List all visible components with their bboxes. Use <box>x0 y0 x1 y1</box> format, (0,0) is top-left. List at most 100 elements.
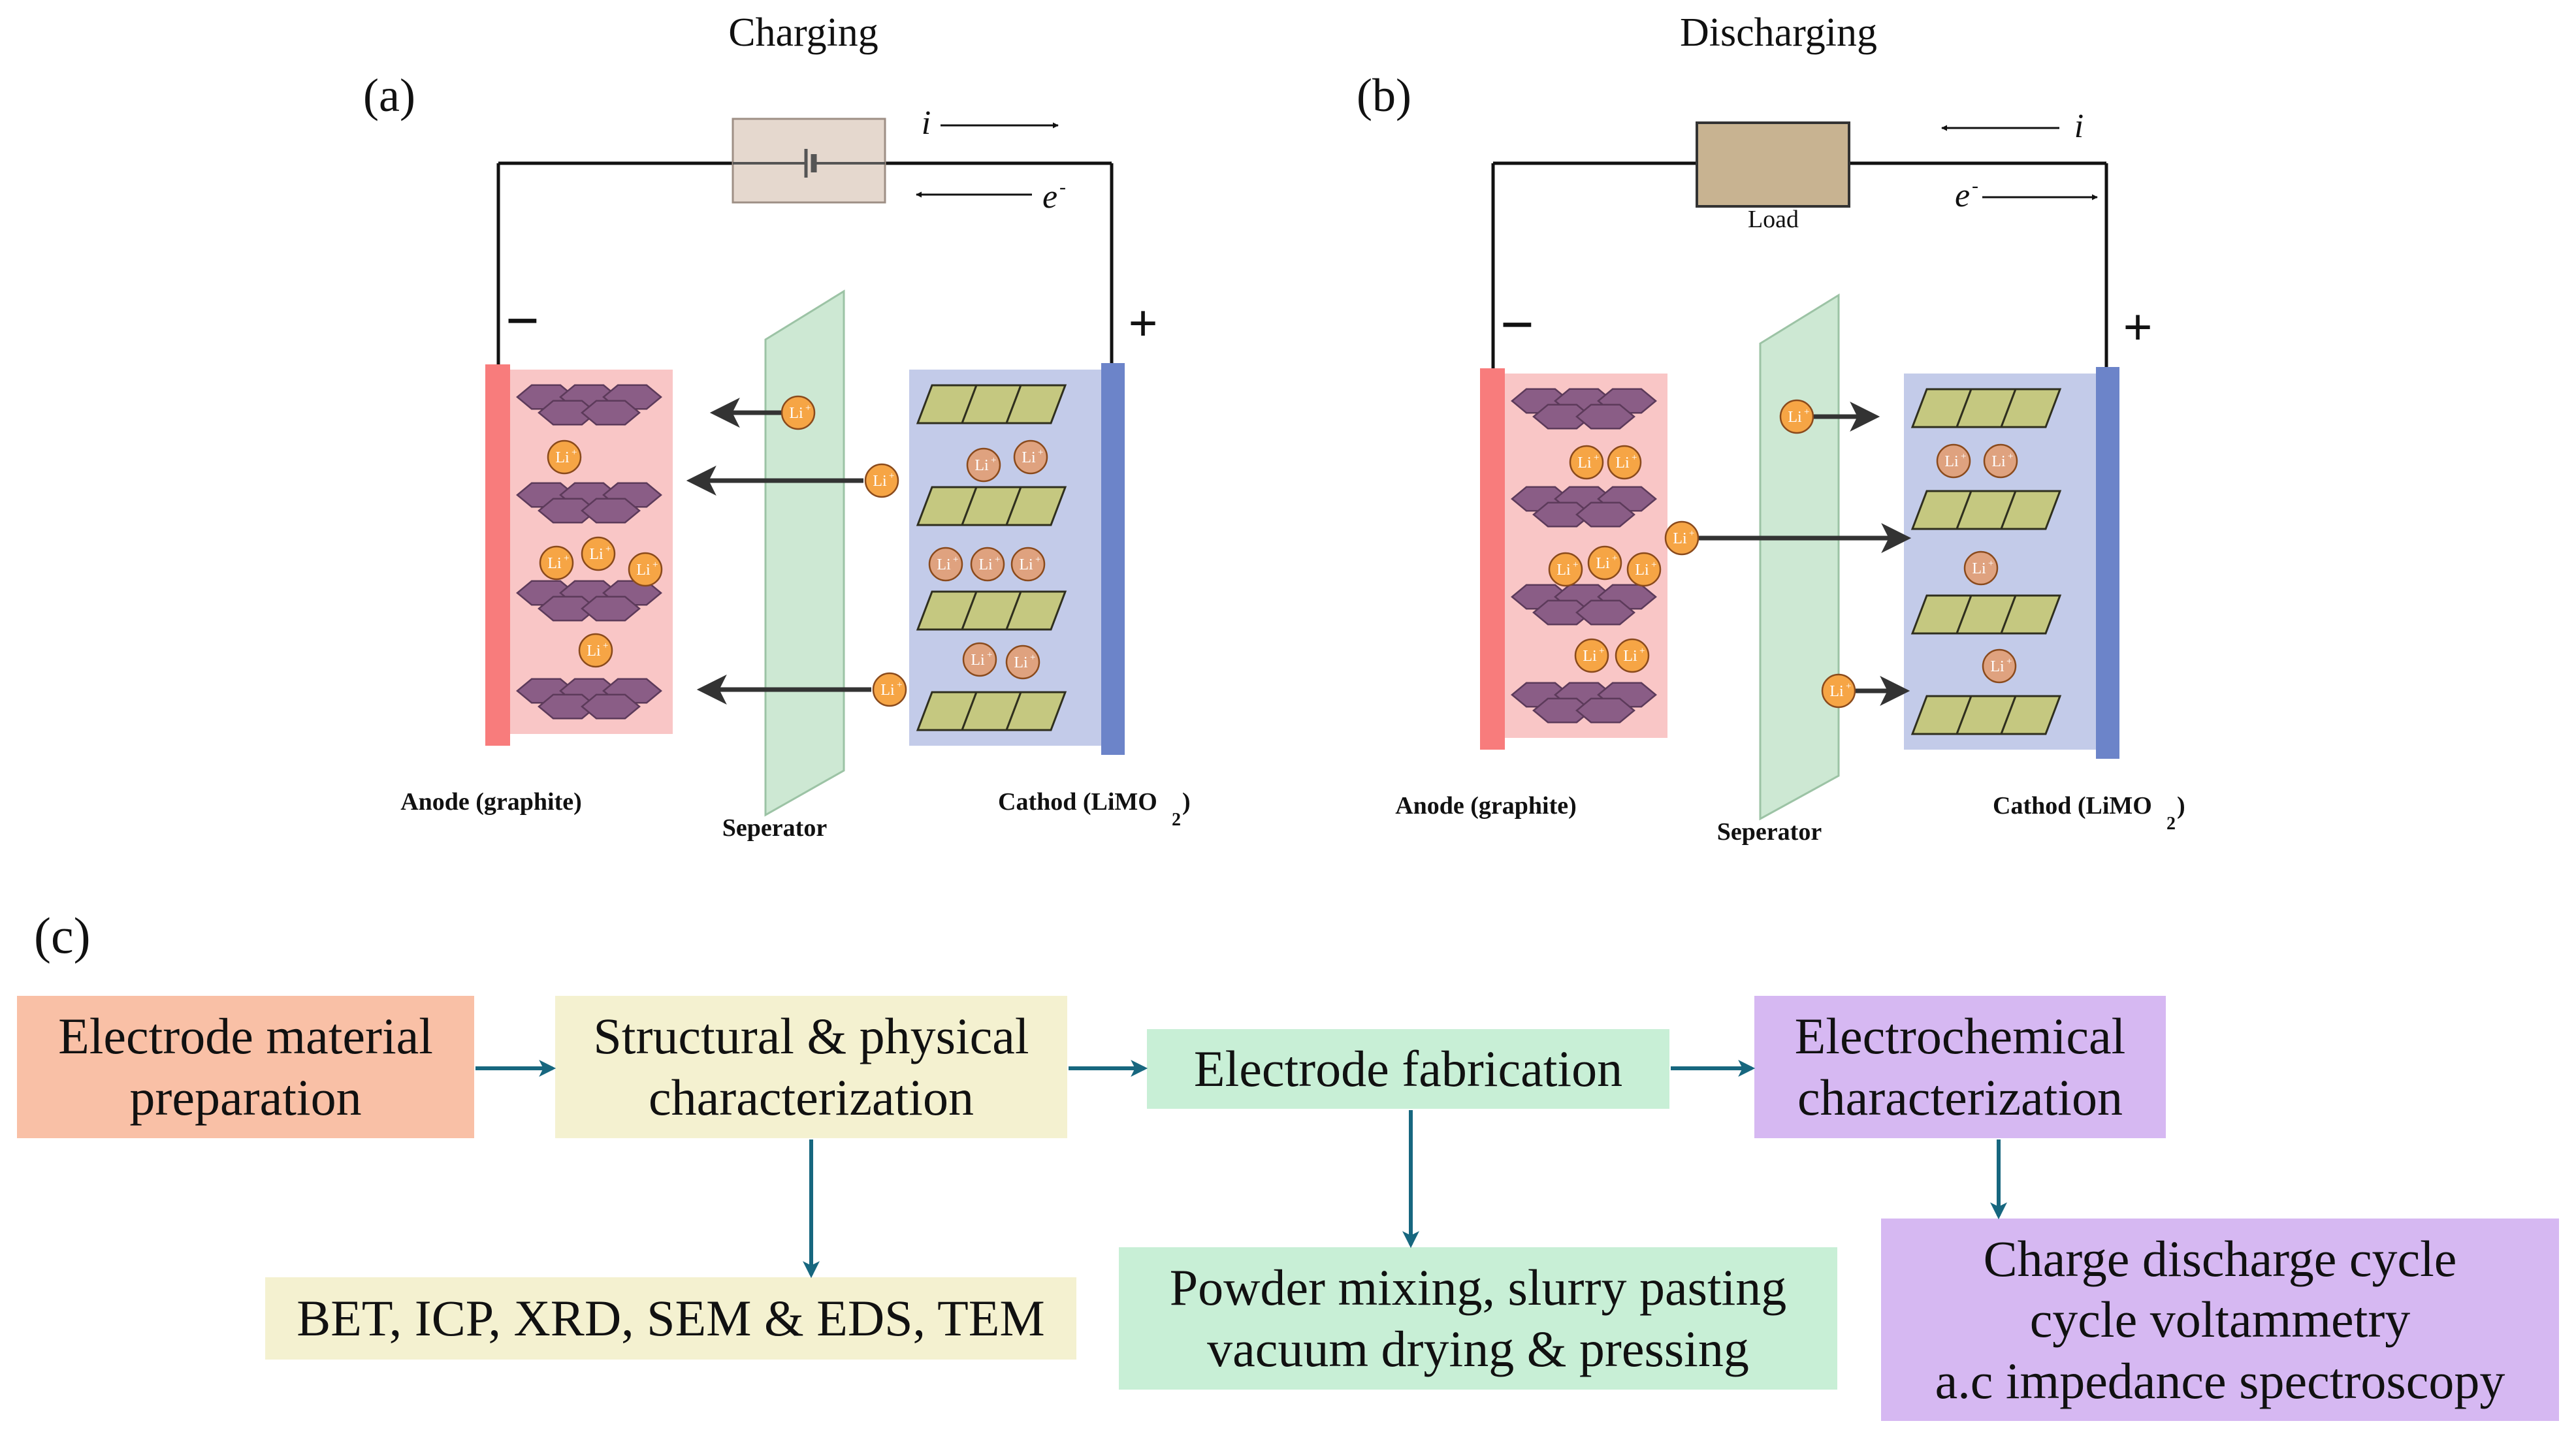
graphite-layer <box>1511 584 1657 626</box>
graphite-layer <box>516 482 662 524</box>
li-ion-charge: + <box>1988 558 1993 569</box>
oxide-layer <box>916 691 1067 731</box>
li-ion-charge: + <box>2008 451 2013 462</box>
cathode-label: Cathod (LiMO <box>998 788 1157 816</box>
graphite-hexagon <box>581 693 641 720</box>
graphite-hexagon <box>1575 599 1635 626</box>
li-ion-label: Li <box>1022 449 1036 466</box>
anode-li-ion: Li+ <box>1548 552 1583 587</box>
li-ion-circle <box>1607 445 1642 480</box>
graphite-hexagon <box>1532 404 1592 430</box>
graphite-layer <box>516 580 662 622</box>
li-ion-label: Li <box>1990 658 2004 675</box>
li-ion-label: Li <box>1014 654 1028 671</box>
li-ion-circle <box>970 547 1005 582</box>
graphite-hexagon <box>581 498 641 524</box>
li-ion-circle <box>872 672 907 707</box>
li-ion-label: Li <box>1991 453 2006 470</box>
li-ion-label: Li <box>1972 560 1986 577</box>
li-ion-circle <box>1983 443 2018 479</box>
anode-plate <box>485 364 510 746</box>
li-ion-label: Li <box>589 546 604 563</box>
li-ion-label: Li <box>1019 556 1033 573</box>
li-ion-circle <box>1821 673 1856 709</box>
cathode-li-ion: Li+ <box>970 547 1005 582</box>
li-ion-charge: + <box>1594 453 1599 463</box>
anode-label: Anode (graphite) <box>400 788 582 816</box>
li-ion-circle <box>1005 645 1040 680</box>
migrating-li-ion: Li+ <box>781 395 816 430</box>
li-ion-label: Li <box>1673 530 1687 547</box>
migrating-li-ion: Li+ <box>1664 520 1699 556</box>
graphite-hexagon <box>581 596 641 622</box>
li-ion-label: Li <box>1596 555 1610 572</box>
graphite-hexagon <box>581 400 641 426</box>
li-ion-charge: + <box>1639 646 1645 656</box>
li-ion-circle <box>539 545 574 581</box>
anode-li-ion: Li+ <box>581 536 616 571</box>
cathode-li-ion: Li+ <box>966 447 1001 483</box>
li-ion-charge: + <box>991 455 996 466</box>
graphite-hexagon <box>538 596 598 622</box>
oxide-cell <box>1999 388 2062 428</box>
oxide-cell <box>1999 695 2062 735</box>
li-ion-circle <box>1963 550 1999 586</box>
current-label: i <box>2074 108 2084 145</box>
anode-li-ion: Li+ <box>539 545 574 581</box>
oxide-cell <box>1005 590 1067 631</box>
cathode-sign: + <box>1128 295 1158 353</box>
li-ion-circle <box>1982 648 2017 684</box>
cathode-li-ion: Li+ <box>1983 443 2018 479</box>
li-ion-circle <box>864 463 899 498</box>
anode-li-ion: Li+ <box>1569 445 1604 480</box>
cathode-li-ion: Li+ <box>1005 645 1040 680</box>
li-ion-circle <box>928 547 963 582</box>
li-ion-charge: + <box>2006 656 2012 667</box>
panel-c-tag: (c) <box>34 907 91 964</box>
li-ion-label: Li <box>880 682 895 699</box>
cathode-li-ion: Li+ <box>1936 443 1971 479</box>
li-ion-label: Li <box>1615 454 1630 471</box>
li-ion-circle <box>628 552 663 587</box>
graphite-layer <box>1511 388 1657 430</box>
li-ion-label: Li <box>1788 409 1802 426</box>
li-ion-charge: + <box>805 403 811 413</box>
oxide-cell <box>1005 486 1067 526</box>
separator-label: Seperator <box>722 814 828 842</box>
li-ion-circle <box>547 439 582 475</box>
graphite-layer <box>516 678 662 720</box>
graphite-layer <box>1511 486 1657 528</box>
li-ion-circle <box>1013 439 1048 475</box>
graphite-layer <box>1511 682 1657 724</box>
circuit-wire <box>496 163 1114 371</box>
li-ion-circle <box>781 395 816 430</box>
li-ion-charge: + <box>1689 528 1694 539</box>
load-label: Load <box>1748 206 1799 233</box>
graphite-hexagon <box>1575 404 1635 430</box>
panel-tag: (b) <box>1357 69 1411 121</box>
migrating-li-ion: Li+ <box>1821 673 1856 709</box>
li-ion-charge: + <box>603 641 608 651</box>
li-ion-circle <box>1615 638 1650 673</box>
li-ion-circle <box>1664 520 1699 556</box>
oxide-layer <box>1910 490 2062 530</box>
graphite-hexagon <box>1575 502 1635 528</box>
li-ion-label: Li <box>1577 454 1592 471</box>
li-ion-charge: + <box>652 560 658 570</box>
oxide-layer <box>916 486 1067 526</box>
cathode-li-ion: Li+ <box>1013 439 1048 475</box>
anode-li-ion: Li+ <box>547 439 582 475</box>
cathode-label-close: ) <box>1182 788 1191 816</box>
oxide-layer <box>916 384 1067 424</box>
graphite-hexagon <box>1532 502 1592 528</box>
separator <box>1759 293 1840 821</box>
li-ion-charge: + <box>889 471 894 481</box>
li-ion-label: Li <box>1829 683 1844 700</box>
current-label: i <box>922 104 931 142</box>
cathode-sign: + <box>2123 299 2153 357</box>
anode-sign: − <box>1500 291 1534 358</box>
cathode-li-ion: Li+ <box>1982 648 2017 684</box>
electron-charge: - <box>1972 175 1978 197</box>
